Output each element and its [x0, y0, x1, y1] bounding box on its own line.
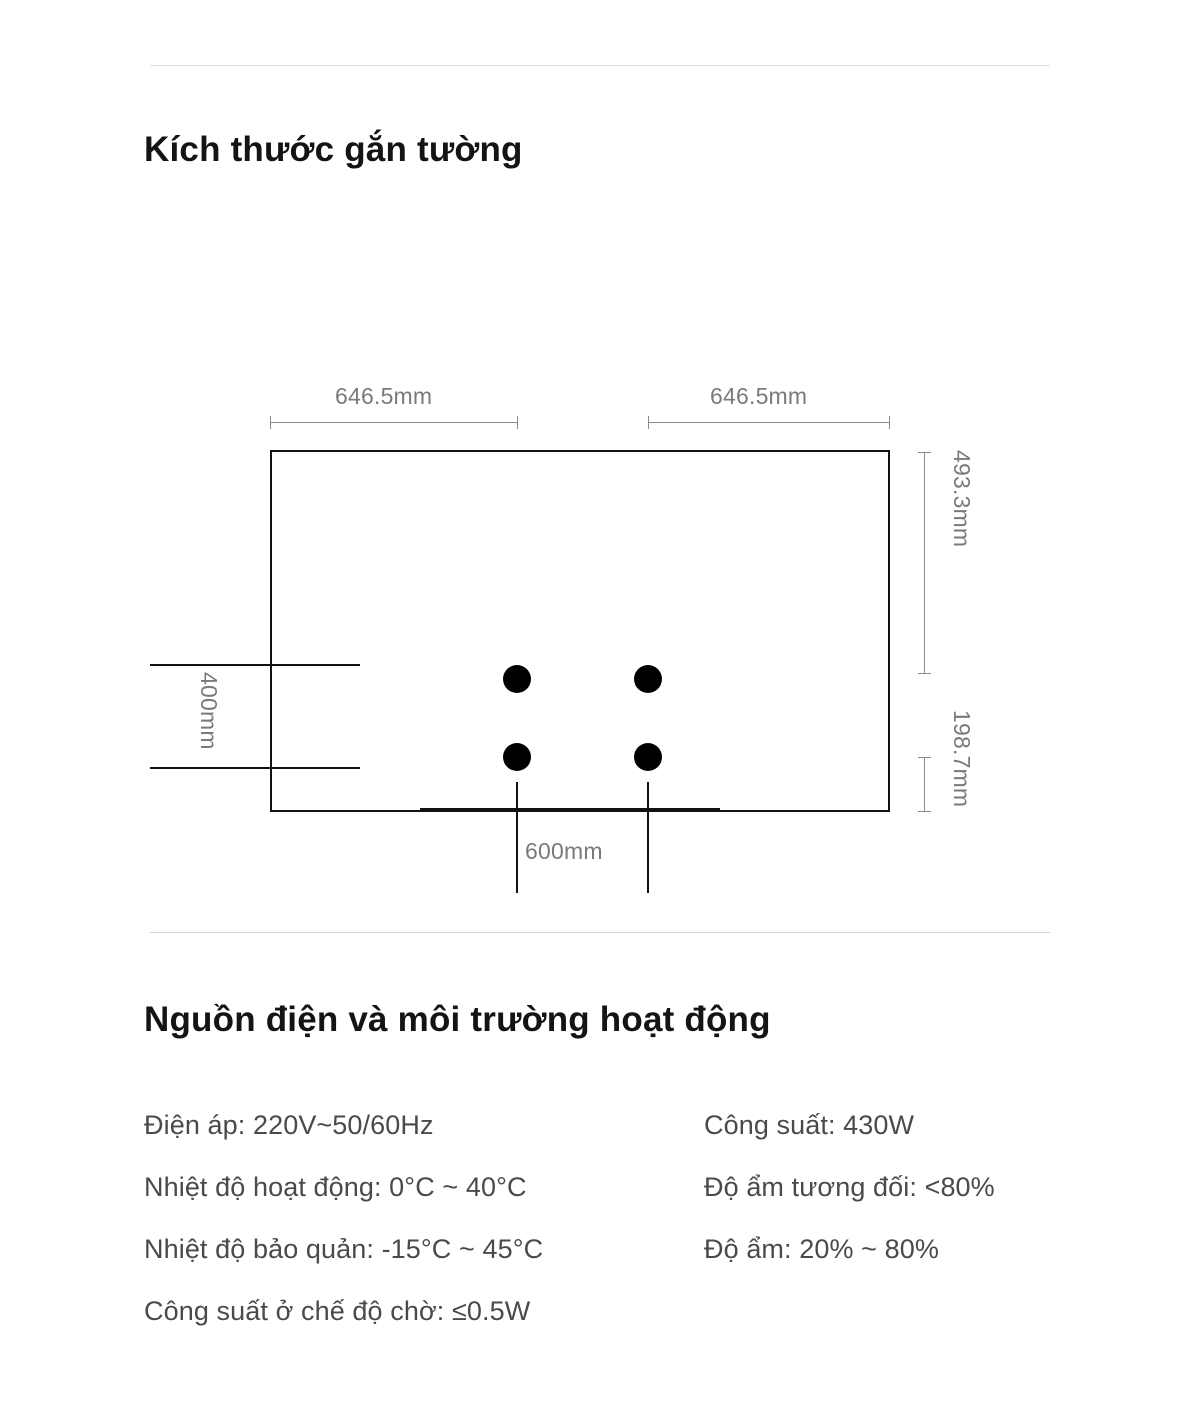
dimension-label-top-left: 646.5mm	[335, 383, 433, 409]
specifications-left-column: Điện áp: 220V~50/60Hz Nhiệt độ hoạt động…	[144, 1094, 543, 1342]
dimension-label-top-right: 646.5mm	[710, 383, 808, 409]
mounting-hole-top-right	[634, 665, 662, 693]
page-title-power-environment: Nguồn điện và môi trường hoạt động	[144, 1000, 771, 1039]
leader-line-left-lower	[150, 767, 360, 769]
dimension-line-right-upper	[918, 452, 931, 674]
dimension-label-bottom: 600mm	[525, 838, 603, 864]
leader-line-bottom-rule	[420, 808, 720, 810]
dimension-line-top-right	[648, 416, 890, 429]
dimension-line-top-left	[270, 416, 518, 429]
spec-item: Điện áp: 220V~50/60Hz	[144, 1110, 434, 1140]
spec-item: Công suất ở chế độ chờ: ≤0.5W	[144, 1296, 531, 1326]
specifications-right-column: Công suất: 430W Độ ẩm tương đối: <80% Độ…	[704, 1094, 995, 1280]
divider-top	[150, 65, 1050, 66]
wall-mount-diagram: 646.5mm 646.5mm 493.3mm 198.7mm 400mm 60…	[150, 383, 975, 893]
dimension-label-right-upper: 493.3mm	[949, 450, 975, 548]
mounting-hole-top-left	[503, 665, 531, 693]
spec-item: Nhiệt độ bảo quản: -15°C ~ 45°C	[144, 1234, 544, 1264]
spec-item: Nhiệt độ hoạt động: 0°C ~ 40°C	[144, 1172, 527, 1202]
leader-line-left-upper	[150, 664, 360, 666]
dimension-label-left: 400mm	[196, 672, 222, 750]
leader-line-bottom-left	[516, 782, 518, 893]
leader-line-bottom-right	[647, 782, 649, 893]
spec-item: Độ ẩm tương đối: <80%	[704, 1172, 995, 1202]
mounting-hole-bottom-right	[634, 743, 662, 771]
mounting-hole-bottom-left	[503, 743, 531, 771]
divider-middle	[150, 932, 1050, 933]
dimension-label-right-lower: 198.7mm	[949, 710, 975, 808]
dimension-line-right-lower	[918, 757, 931, 812]
page-title-mounting-dimensions: Kích thước gắn tường	[144, 130, 523, 169]
spec-item: Độ ẩm: 20% ~ 80%	[704, 1234, 939, 1264]
panel-outline	[270, 450, 890, 812]
spec-item: Công suất: 430W	[704, 1110, 915, 1140]
